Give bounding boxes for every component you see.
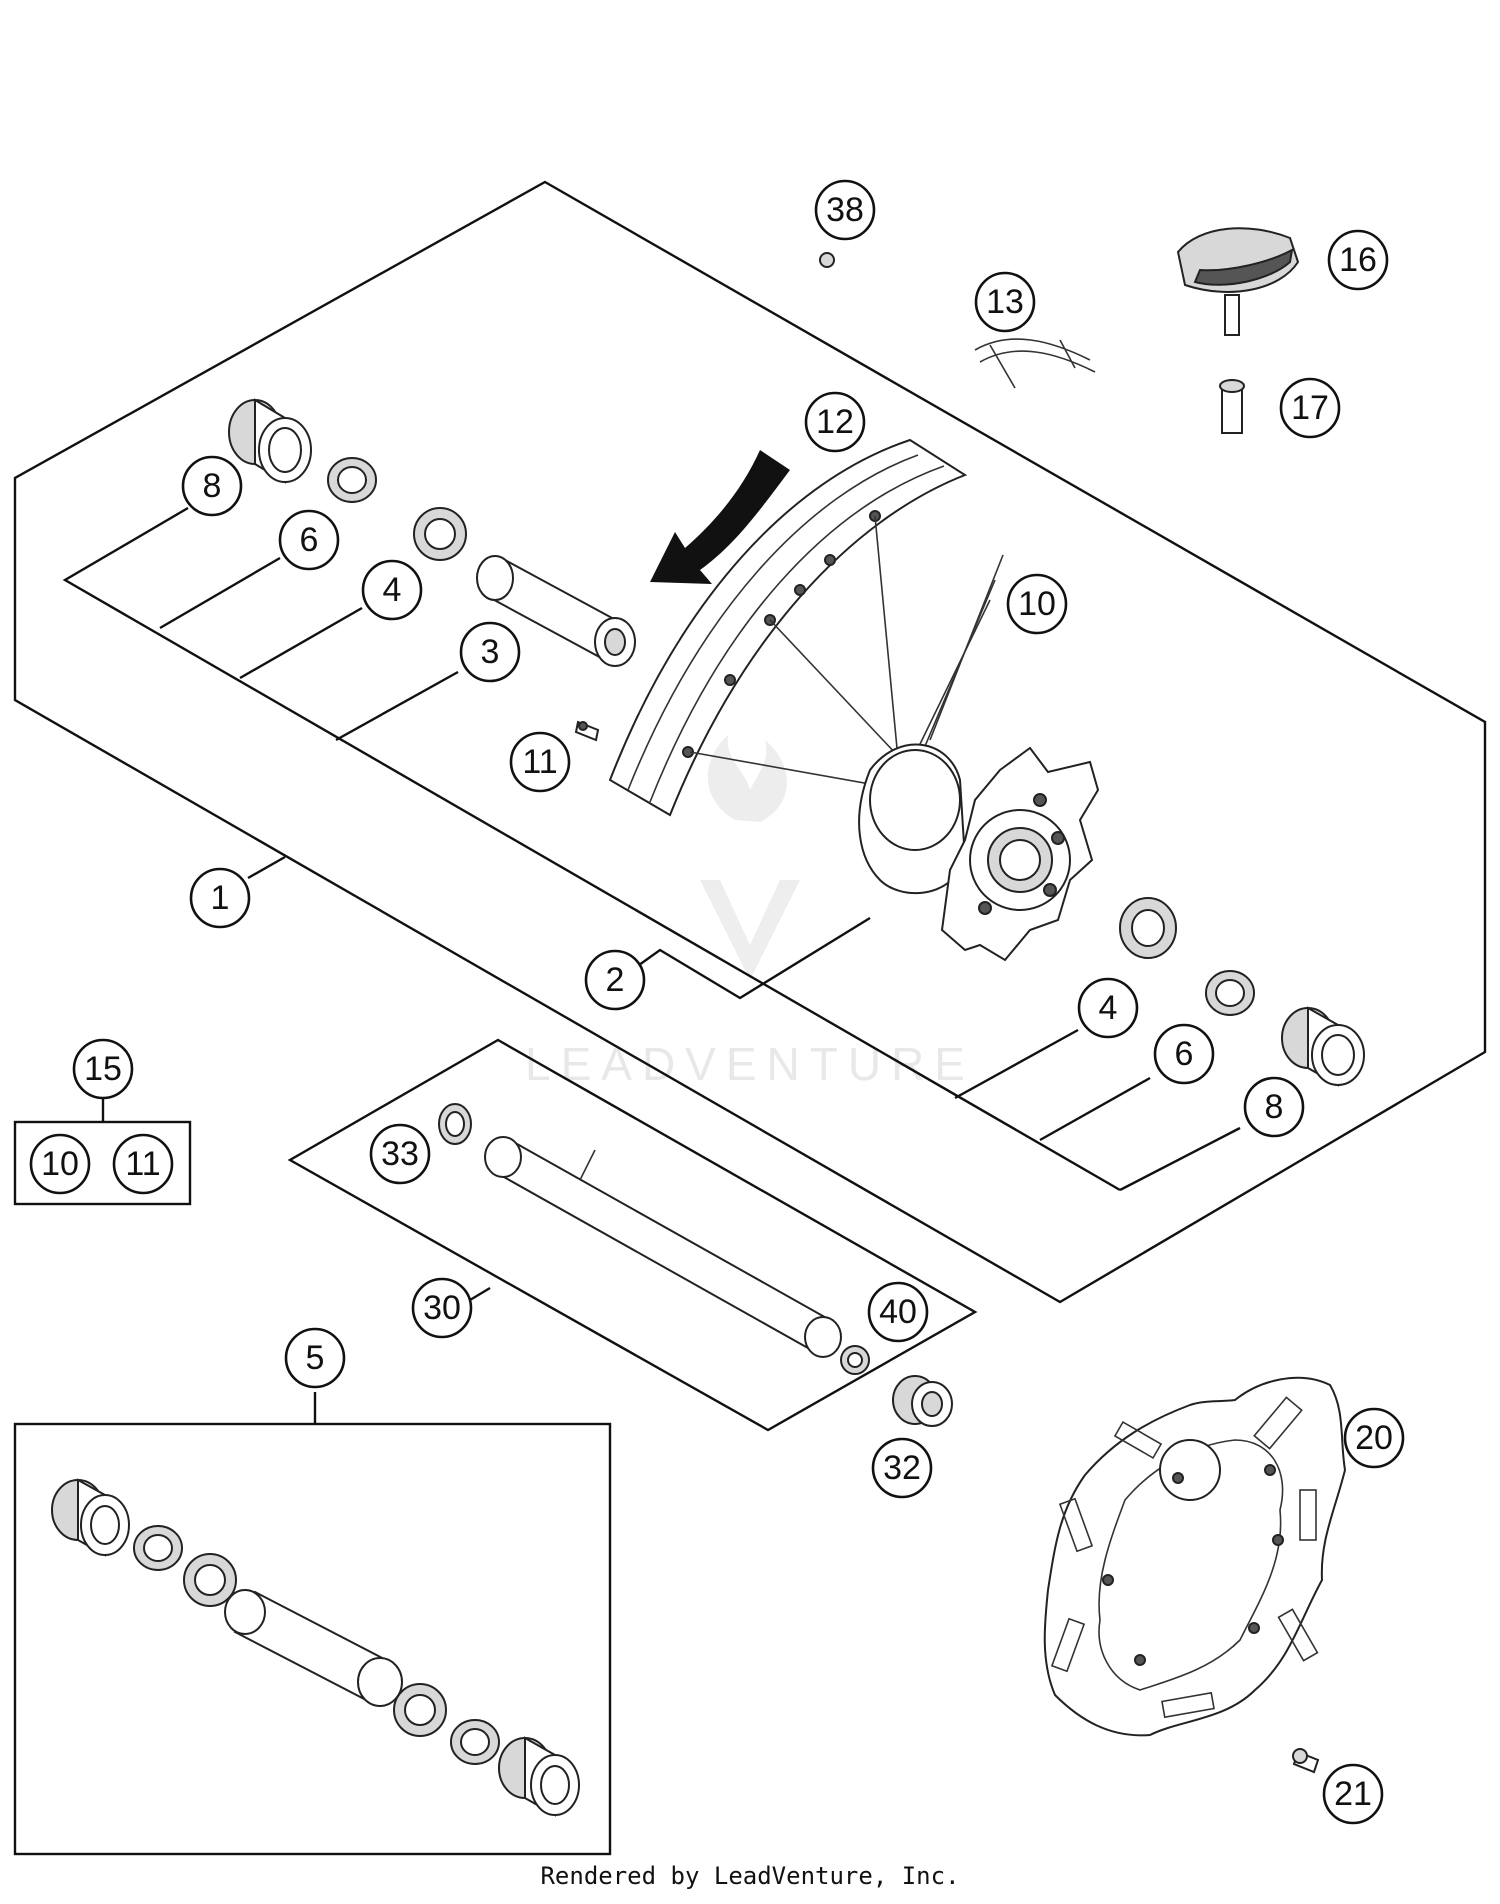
bearing-kit-box-5 xyxy=(13,1392,612,1856)
right-hub-leader-lines xyxy=(954,1028,1241,1192)
svg-text:13: 13 xyxy=(986,283,1024,321)
callout-10-spokes[interactable]: 10 xyxy=(1006,573,1068,635)
rim-lock-nut-17 xyxy=(1219,379,1245,434)
callout-10-set[interactable]: 10 xyxy=(29,1133,91,1195)
spacer-8-left xyxy=(228,398,312,484)
callout-30[interactable]: 30 xyxy=(411,1277,473,1339)
spoke-nipple-11 xyxy=(574,720,600,742)
leader-1 xyxy=(247,855,286,880)
brake-disc-20 xyxy=(1043,1376,1347,1737)
axle-assembly-frame xyxy=(287,1038,978,1432)
callout-15[interactable]: 15 xyxy=(72,1038,134,1100)
svg-text:11: 11 xyxy=(522,743,557,781)
svg-text:10: 10 xyxy=(41,1145,79,1183)
rotation-arrow-icon xyxy=(650,450,790,584)
seal-6-right xyxy=(1205,970,1255,1016)
spacer-sleeve-3 xyxy=(476,555,636,667)
svg-text:17: 17 xyxy=(1291,389,1329,427)
svg-text:8: 8 xyxy=(1265,1088,1284,1126)
svg-text:4: 4 xyxy=(383,571,402,609)
bearing-4-left xyxy=(413,507,467,561)
axle-parts xyxy=(438,1103,953,1427)
svg-text:30: 30 xyxy=(423,1289,461,1327)
svg-text:15: 15 xyxy=(84,1050,122,1088)
callout-4-right[interactable]: 4 xyxy=(1077,977,1139,1039)
wheel-assembly-frame xyxy=(13,180,1487,1304)
left-hub-leader-lines xyxy=(62,506,1121,1192)
callout-2[interactable]: 2 xyxy=(584,949,646,1011)
callout-21[interactable]: 21 xyxy=(1322,1763,1384,1825)
callout-8-right[interactable]: 8 xyxy=(1243,1076,1305,1138)
hub-2 xyxy=(858,743,1100,962)
svg-text:20: 20 xyxy=(1355,1419,1393,1457)
callout-12[interactable]: 12 xyxy=(804,391,866,453)
rim-lock-16 xyxy=(1176,227,1300,336)
callout-17[interactable]: 17 xyxy=(1279,377,1341,439)
svg-text:38: 38 xyxy=(826,191,864,229)
render-credit: Rendered by LeadVenture, Inc. xyxy=(540,1862,960,1890)
callout-11-set[interactable]: 11 xyxy=(112,1133,174,1195)
callout-4-left[interactable]: 4 xyxy=(361,559,423,621)
valve-cap-38 xyxy=(819,252,835,268)
leader-30 xyxy=(469,1286,491,1302)
callout-8-left[interactable]: 8 xyxy=(181,455,243,517)
svg-text:40: 40 xyxy=(879,1293,917,1331)
svg-text:6: 6 xyxy=(1175,1035,1194,1073)
svg-text:1: 1 xyxy=(211,879,230,917)
callout-38[interactable]: 38 xyxy=(814,179,876,241)
callout-3[interactable]: 3 xyxy=(459,621,521,683)
svg-text:6: 6 xyxy=(300,521,319,559)
svg-text:4: 4 xyxy=(1099,989,1118,1027)
svg-text:5: 5 xyxy=(306,1339,325,1377)
callout-16[interactable]: 16 xyxy=(1327,229,1389,291)
spacer-8-right xyxy=(1281,1006,1365,1087)
callout-6-left[interactable]: 6 xyxy=(278,509,340,571)
seal-6-left xyxy=(327,457,377,503)
svg-text:3: 3 xyxy=(481,633,500,671)
callout-40[interactable]: 40 xyxy=(867,1281,929,1343)
callout-13[interactable]: 13 xyxy=(974,271,1036,333)
bearing-4-right xyxy=(1119,897,1177,959)
leader-2 xyxy=(631,916,871,1000)
svg-text:32: 32 xyxy=(883,1449,921,1487)
svg-text:11: 11 xyxy=(125,1145,160,1183)
disc-bolt-21 xyxy=(1292,1748,1320,1774)
callout-33[interactable]: 33 xyxy=(369,1123,431,1185)
watermark-text: LEADVENTURE xyxy=(525,1038,975,1090)
svg-text:21: 21 xyxy=(1334,1775,1372,1813)
svg-text:2: 2 xyxy=(606,961,625,999)
svg-text:33: 33 xyxy=(381,1135,419,1173)
callout-11-nipple[interactable]: 11 xyxy=(509,731,571,793)
callout-1[interactable]: 1 xyxy=(189,867,251,929)
svg-text:12: 12 xyxy=(816,403,854,441)
rim-tape-13 xyxy=(974,338,1096,389)
watermark: LEADVENTURE xyxy=(525,735,975,1090)
callout-20[interactable]: 20 xyxy=(1343,1407,1405,1469)
callout-6-right[interactable]: 6 xyxy=(1153,1023,1215,1085)
svg-text:16: 16 xyxy=(1339,241,1377,279)
svg-text:8: 8 xyxy=(203,467,222,505)
callout-5[interactable]: 5 xyxy=(284,1327,346,1389)
svg-text:10: 10 xyxy=(1018,585,1056,623)
callout-32[interactable]: 32 xyxy=(871,1437,933,1499)
